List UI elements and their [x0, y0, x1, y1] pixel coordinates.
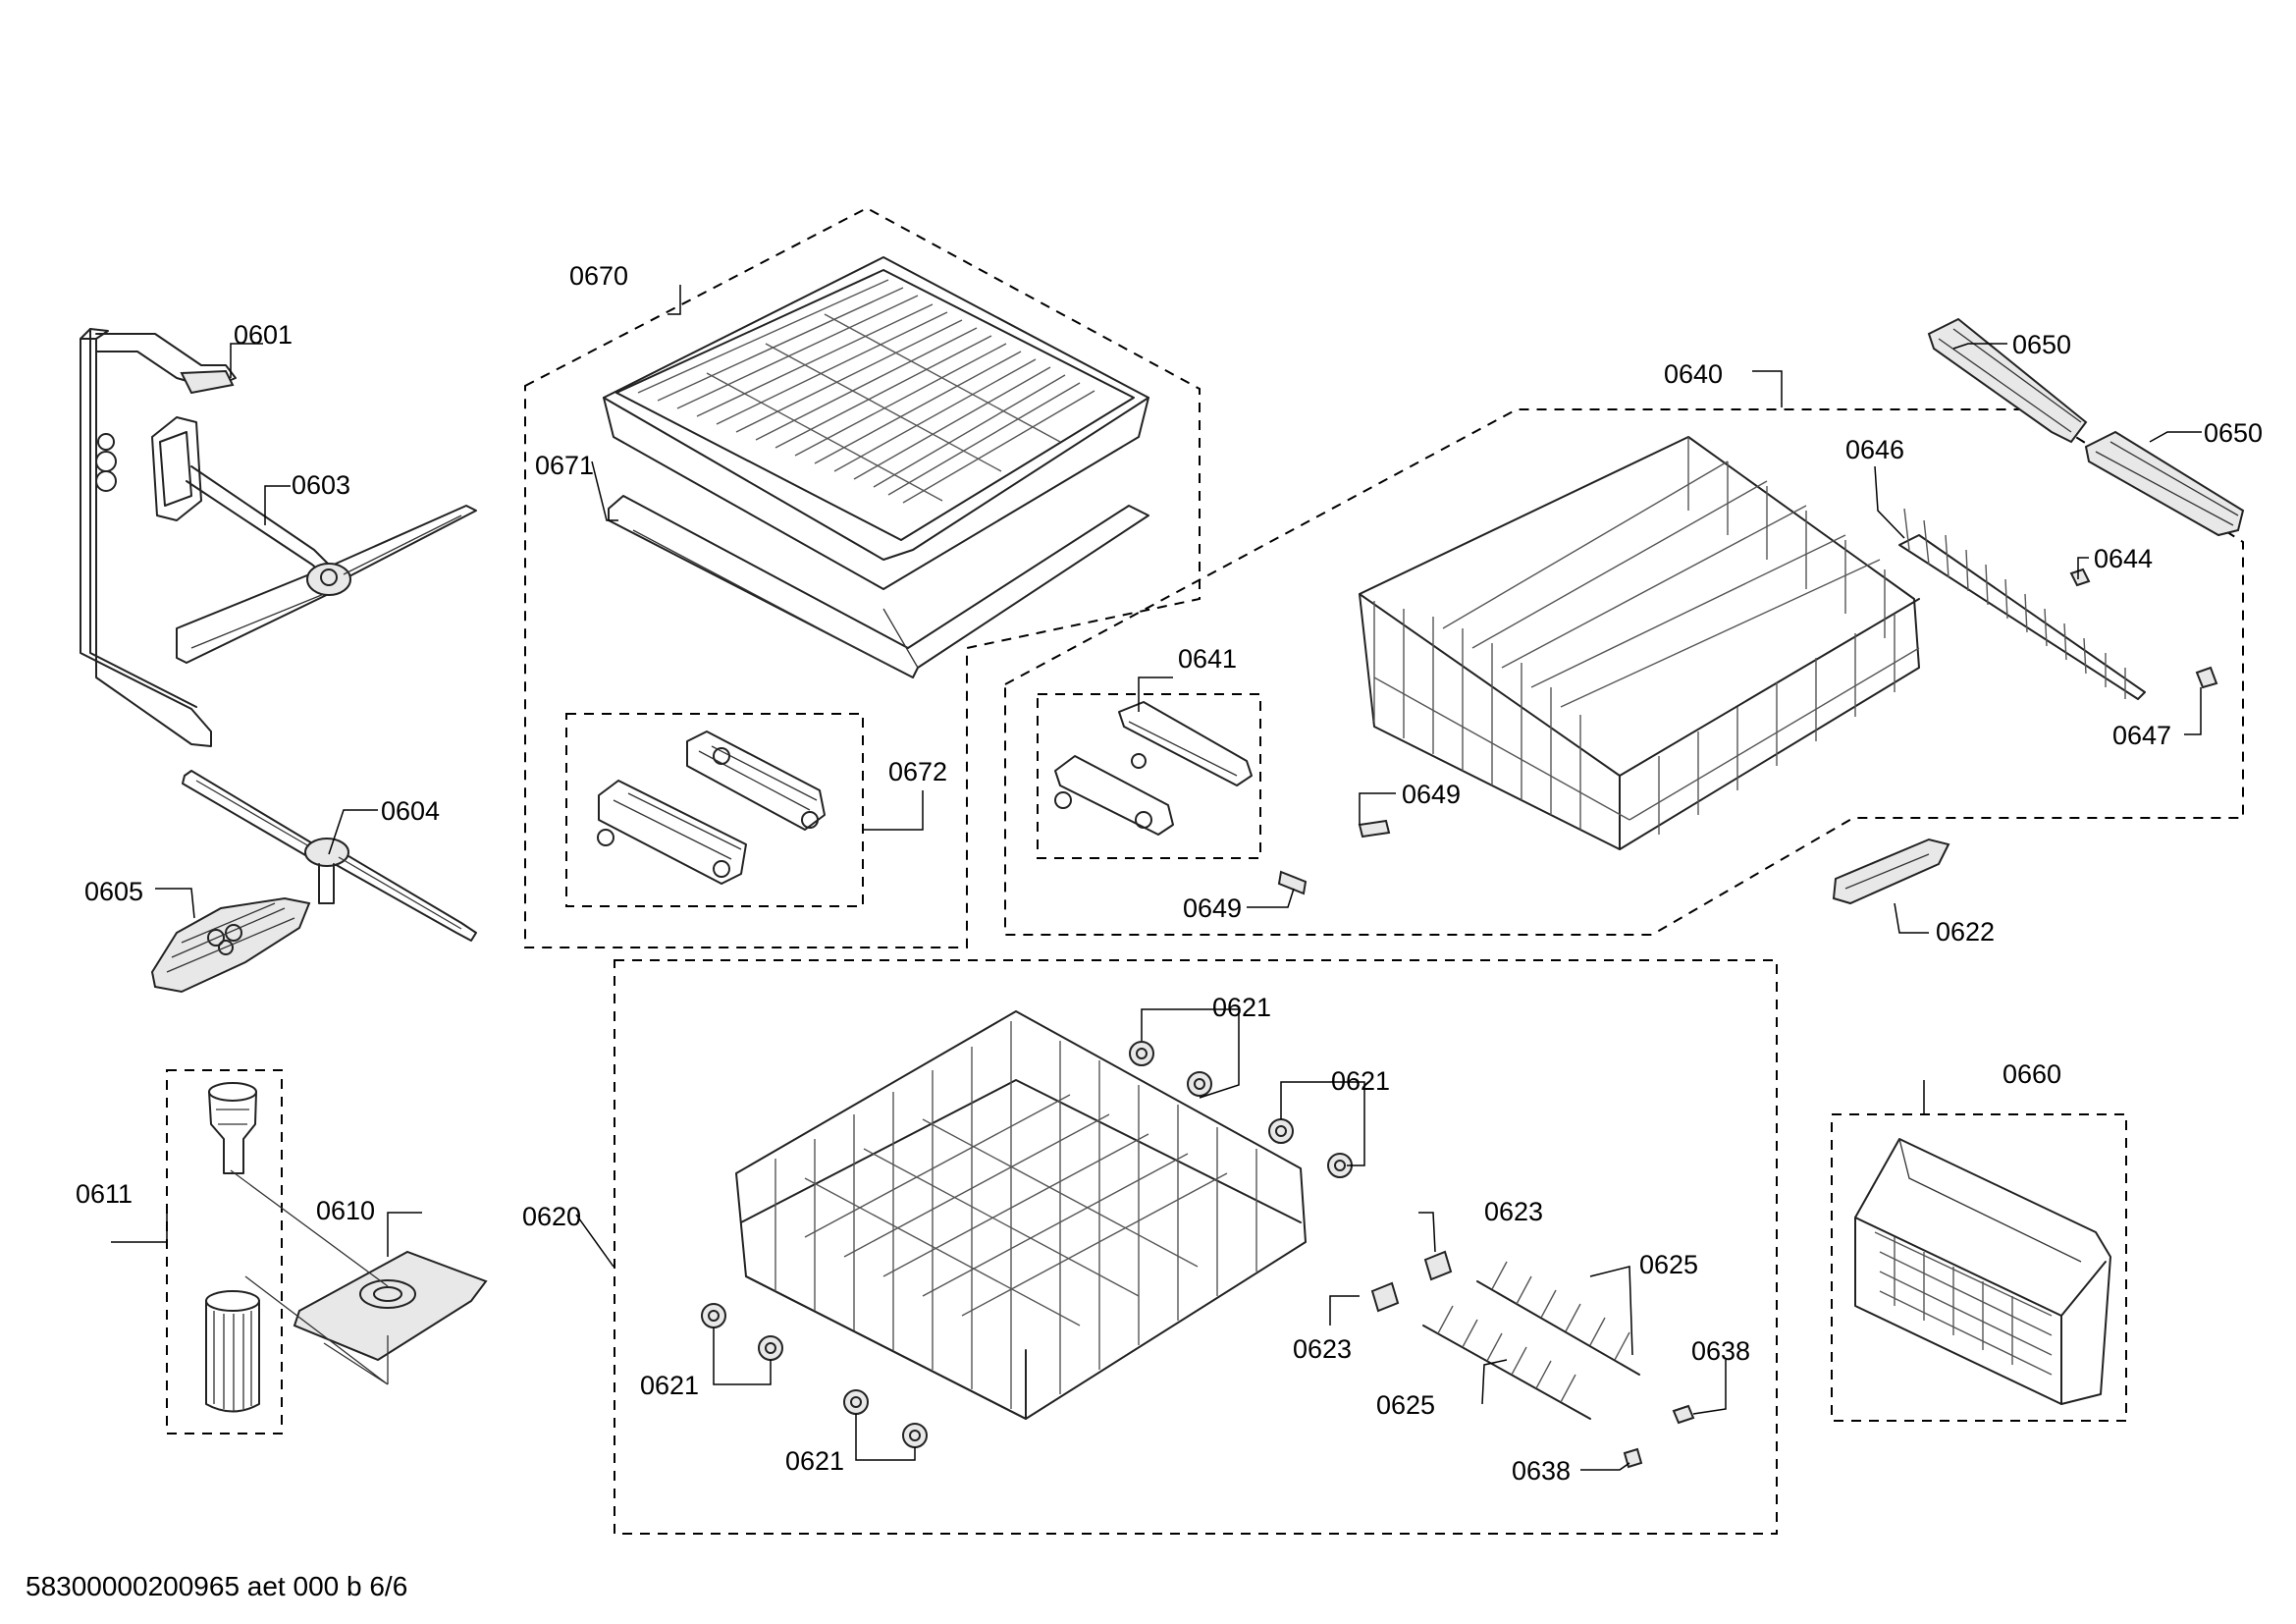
callout-0649-b: 0649 — [1183, 893, 1242, 923]
callout-0670: 0670 — [569, 261, 628, 291]
drawing-code: 58300000200965 aet 000 b 6/6 — [26, 1571, 407, 1601]
callout-0601: 0601 — [234, 320, 293, 350]
callout-0650-a: 0650 — [2012, 330, 2071, 359]
callout-0625-a: 0625 — [1639, 1250, 1698, 1279]
callout-0646: 0646 — [1845, 435, 1904, 464]
clip-0649-part — [1277, 819, 1391, 895]
callout-0647: 0647 — [2112, 721, 2171, 750]
callout-0605: 0605 — [84, 877, 143, 906]
fine-filter-part — [230, 1169, 488, 1385]
clip-0638-part — [1623, 1404, 1695, 1469]
clip-0644-part — [2069, 568, 2091, 587]
callout-0611: 0611 — [76, 1179, 133, 1209]
callout-0660: 0660 — [2002, 1059, 2061, 1089]
callout-0671: 0671 — [535, 451, 594, 480]
group-box-0640 — [1004, 408, 2244, 936]
group-box-0611 — [166, 1069, 283, 1435]
callout-0638-b: 0638 — [1512, 1456, 1571, 1486]
group-box-0672 — [565, 713, 864, 907]
callout-0623-a: 0623 — [1484, 1197, 1543, 1226]
callout-0621-a: 0621 — [1212, 993, 1271, 1022]
callout-0649-a: 0649 — [1402, 780, 1461, 809]
cutlery-basket-part — [1854, 1138, 2111, 1405]
leader-lines — [111, 285, 2202, 1471]
callout-0638-a: 0638 — [1691, 1336, 1750, 1366]
wheel-0621-part — [701, 1041, 1353, 1448]
callout-0623-b: 0623 — [1293, 1334, 1352, 1364]
tine-row-0625-part — [1422, 1261, 1640, 1420]
callout-0610: 0610 — [316, 1196, 375, 1225]
callout-0603: 0603 — [292, 470, 350, 500]
callout-0621-c: 0621 — [640, 1371, 699, 1400]
rack-adjuster-part — [1054, 701, 1253, 836]
callout-0641: 0641 — [1178, 644, 1237, 674]
callout-0604: 0604 — [381, 796, 440, 826]
group-box-0620 — [614, 959, 1778, 1535]
callout-0620: 0620 — [522, 1202, 581, 1231]
callout-0622: 0622 — [1936, 917, 1995, 947]
callout-0672: 0672 — [888, 757, 947, 786]
tine-rail-part — [1898, 508, 2146, 700]
tine-row-0650-part — [1927, 317, 2245, 537]
filter-cylinder-part — [205, 1082, 260, 1413]
callout-0644: 0644 — [2094, 544, 2153, 573]
rack-slide-0672-part — [597, 731, 826, 885]
lower-spray-arm-part — [182, 770, 477, 942]
cutlery-tray-part — [603, 256, 1149, 678]
tine-holder-0623-part — [1370, 1250, 1453, 1313]
callout-0625-b: 0625 — [1376, 1390, 1435, 1420]
clip-0647-part — [2195, 666, 2218, 689]
rack-handle-part — [1832, 838, 1950, 905]
lower-rack-part — [735, 1010, 1307, 1420]
callout-0640: 0640 — [1664, 359, 1723, 389]
supply-pipe-part — [80, 328, 237, 747]
group-box-0670 — [524, 206, 1201, 948]
filter-plate-part — [150, 896, 311, 994]
group-box-0660 — [1831, 1113, 2127, 1422]
upper-spray-arm-part — [151, 416, 477, 664]
callout-0621-b: 0621 — [1331, 1066, 1390, 1096]
callout-0650-b: 0650 — [2204, 418, 2263, 448]
callout-0621-d: 0621 — [785, 1446, 844, 1476]
upper-rack-part — [1359, 436, 1920, 850]
group-box-0641 — [1037, 693, 1261, 859]
